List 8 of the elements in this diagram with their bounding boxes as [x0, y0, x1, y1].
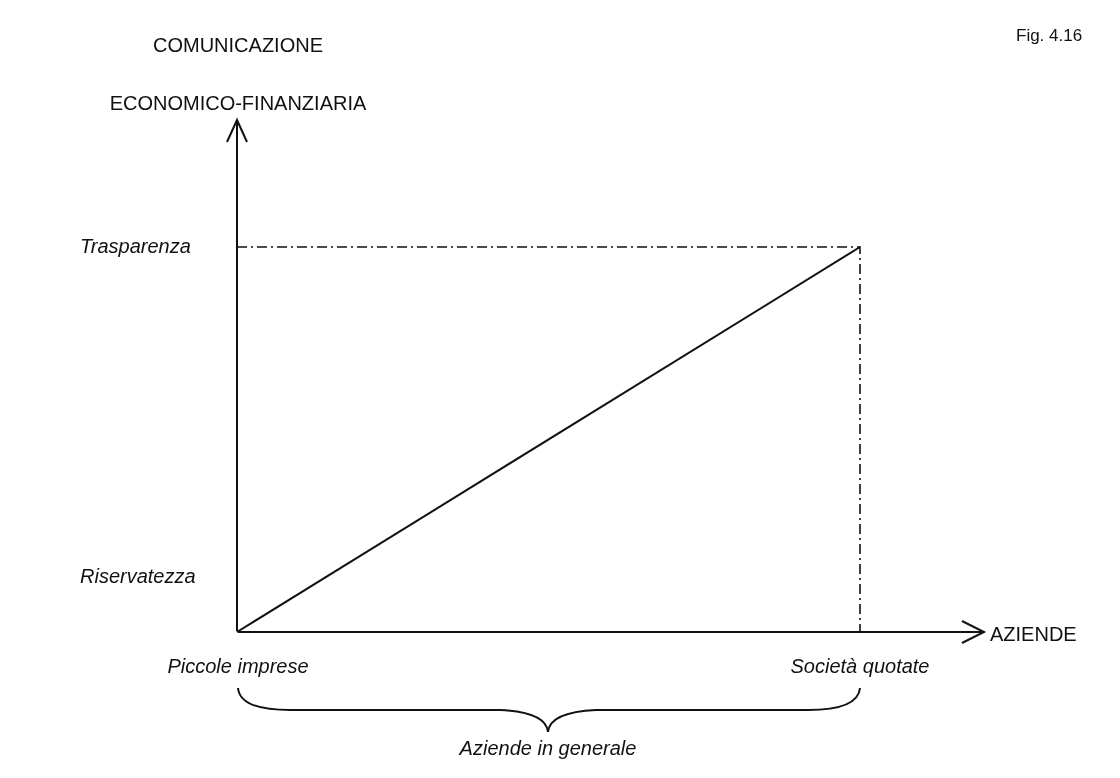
axis-label: AZIENDE: [990, 622, 1077, 646]
axis-tick-label: Riservatezza: [80, 564, 196, 588]
axis-tick-label: Piccole imprese: [167, 654, 309, 678]
brace-label: Aziende in generale: [459, 736, 637, 760]
axis-label: COMUNICAZIONE ECONOMICO-FINANZIARIA: [108, 33, 368, 116]
axis-tick-label: Società quotate: [790, 654, 930, 678]
axis-tick-label: Trasparenza: [80, 234, 191, 258]
figure-number: Fig. 4.16: [1016, 25, 1083, 47]
